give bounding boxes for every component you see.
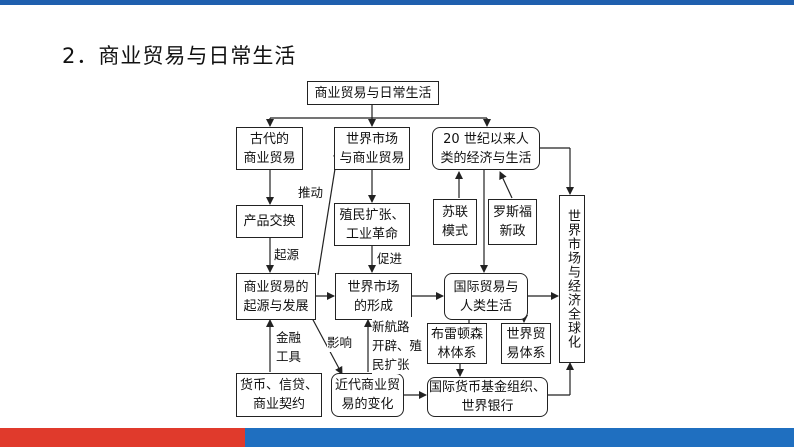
node-root: 商业贸易与日常生活 — [307, 81, 439, 105]
bottom-accent-bar — [0, 428, 794, 447]
node-roosevelt-new-deal: 罗斯福 新政 — [488, 199, 537, 245]
label-promote: 推动 — [298, 183, 324, 202]
node-currency-credit: 货币、信贷、 商业契约 — [236, 373, 322, 417]
node-bretton-woods: 布雷顿森 林体系 — [427, 323, 487, 364]
node-imf-wb: 国际货币基金组织、 世界银行 — [427, 377, 548, 417]
node-wto-system: 世界贸 易体系 — [501, 323, 551, 364]
node-globalization: 世界市场与经济全球化 — [559, 195, 585, 363]
node-intl-trade-life: 国际贸易与 人类生活 — [444, 273, 528, 320]
node-ancient-trade: 古代的 商业贸易 — [236, 127, 303, 170]
node-trade-origin: 商业贸易的 起源与发展 — [236, 273, 316, 320]
edge-newdeal-20c — [499, 171, 513, 199]
node-economy-20c: 20 世纪以来人 类的经济与生活 — [432, 127, 540, 170]
label-influence: 影响 — [327, 333, 353, 352]
top-accent-bar — [0, 0, 794, 5]
label-finance-tools: 金融 工具 — [276, 328, 302, 366]
node-product-exchange: 产品交换 — [236, 205, 303, 238]
label-origin: 起源 — [274, 245, 300, 264]
node-modern-trade-change: 近代商业贸 易的变化 — [331, 373, 404, 417]
page-title: 2．商业贸易与日常生活 — [62, 44, 297, 68]
label-new-routes: 新航路 开辟、殖 民扩张 — [372, 317, 423, 374]
node-colonial-expansion: 殖民扩张、 工业革命 — [334, 203, 410, 246]
bottom-bar-blue — [245, 428, 794, 447]
edge-promote — [317, 149, 341, 276]
node-soviet-model: 苏联 模式 — [433, 199, 477, 245]
node-world-market-formation: 世界市场 的形成 — [335, 273, 412, 320]
bottom-bar-red — [0, 428, 245, 447]
node-world-market-trade: 世界市场 与商业贸易 — [334, 127, 410, 170]
label-facilitate: 促进 — [377, 249, 403, 268]
